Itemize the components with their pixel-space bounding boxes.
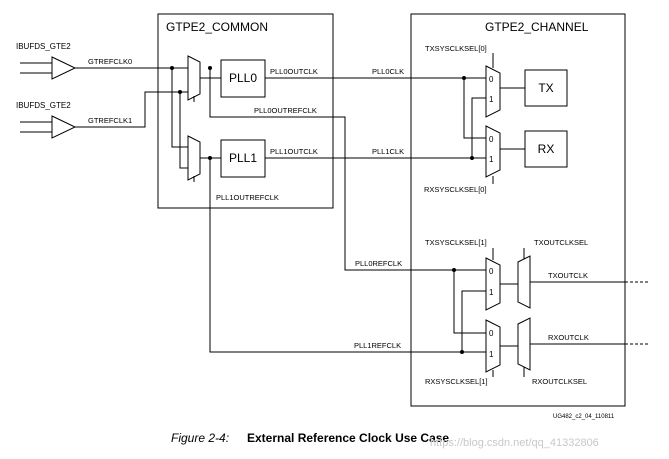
ibufds-buffer-0 bbox=[20, 56, 77, 80]
pll1-input-mux bbox=[187, 135, 201, 181]
pll0refclk-label: PLL0REFCLK bbox=[355, 259, 402, 268]
mux-input-0: 0 bbox=[489, 75, 494, 84]
txoutclksel-label: TXOUTCLKSEL bbox=[534, 238, 588, 247]
txsysclksel1-label: TXSYSCLKSEL[1] bbox=[425, 238, 487, 247]
pll1refclk-label: PLL1REFCLK bbox=[354, 341, 401, 350]
rxoutclksel-label: RXOUTCLKSEL bbox=[532, 377, 587, 386]
ibufds-label-1: IBUFDS_GTE2 bbox=[16, 101, 71, 110]
mux-input-0: 0 bbox=[489, 329, 494, 338]
rxoutclk-mux bbox=[517, 317, 531, 371]
tx-refclk-mux bbox=[485, 257, 501, 311]
rx-refclk-mux bbox=[485, 319, 501, 373]
figure-id: UG482_c2_04_110811 bbox=[553, 414, 615, 420]
pll0clk-label: PLL0CLK bbox=[372, 67, 404, 76]
gtrefclk1-label: GTREFCLK1 bbox=[88, 116, 132, 125]
rx-sysclk-mux bbox=[485, 125, 501, 178]
mux-input-1: 1 bbox=[489, 155, 494, 164]
gtrefclk0-label: GTREFCLK0 bbox=[88, 57, 132, 66]
pll1-label: PLL1 bbox=[229, 151, 257, 165]
gtpe2-channel-block bbox=[410, 13, 626, 407]
channel-title: GTPE2_CHANNEL bbox=[485, 20, 589, 34]
txoutclk-label: TXOUTCLK bbox=[548, 271, 588, 280]
pll1outclk-label: PLL1OUTCLK bbox=[270, 147, 318, 156]
mux-input-0: 0 bbox=[489, 135, 494, 144]
mux-input-0: 0 bbox=[489, 267, 494, 276]
tx-label: TX bbox=[538, 81, 553, 95]
mux-input-1: 1 bbox=[489, 288, 494, 297]
rxsysclksel0-label: RXSYSCLKSEL[0] bbox=[424, 185, 487, 194]
pll0-label: PLL0 bbox=[229, 71, 257, 85]
mux-input-1: 1 bbox=[489, 350, 494, 359]
ibufds-buffer-1 bbox=[20, 115, 77, 139]
common-title: GTPE2_COMMON bbox=[166, 20, 268, 34]
ibufds-label-0: IBUFDS_GTE2 bbox=[16, 42, 71, 51]
rxsysclksel1-label: RXSYSCLKSEL[1] bbox=[425, 377, 488, 386]
pll1outrefclk-label: PLL1OUTREFCLK bbox=[216, 193, 279, 202]
watermark: https://blog.csdn.net/qq_41332806 bbox=[430, 437, 599, 449]
tx-sysclk-mux bbox=[485, 65, 501, 118]
mux-input-1: 1 bbox=[489, 95, 494, 104]
pll0outclk-label: PLL0OUTCLK bbox=[270, 67, 318, 76]
caption-number: Figure 2-4: bbox=[171, 431, 229, 445]
rxoutclk-label: RXOUTCLK bbox=[548, 333, 589, 342]
txoutclk-mux bbox=[517, 255, 531, 309]
pll1clk-label: PLL1CLK bbox=[372, 147, 404, 156]
pll0outrefclk-label: PLL0OUTREFCLK bbox=[254, 106, 317, 115]
gtpe2-common-block bbox=[157, 13, 334, 209]
caption-title: External Reference Clock Use Case bbox=[247, 431, 449, 445]
rx-label: RX bbox=[538, 142, 555, 156]
pll0-input-mux bbox=[187, 55, 201, 101]
txsysclksel0-label: TXSYSCLKSEL[0] bbox=[425, 44, 487, 53]
junction-dots bbox=[170, 66, 474, 354]
